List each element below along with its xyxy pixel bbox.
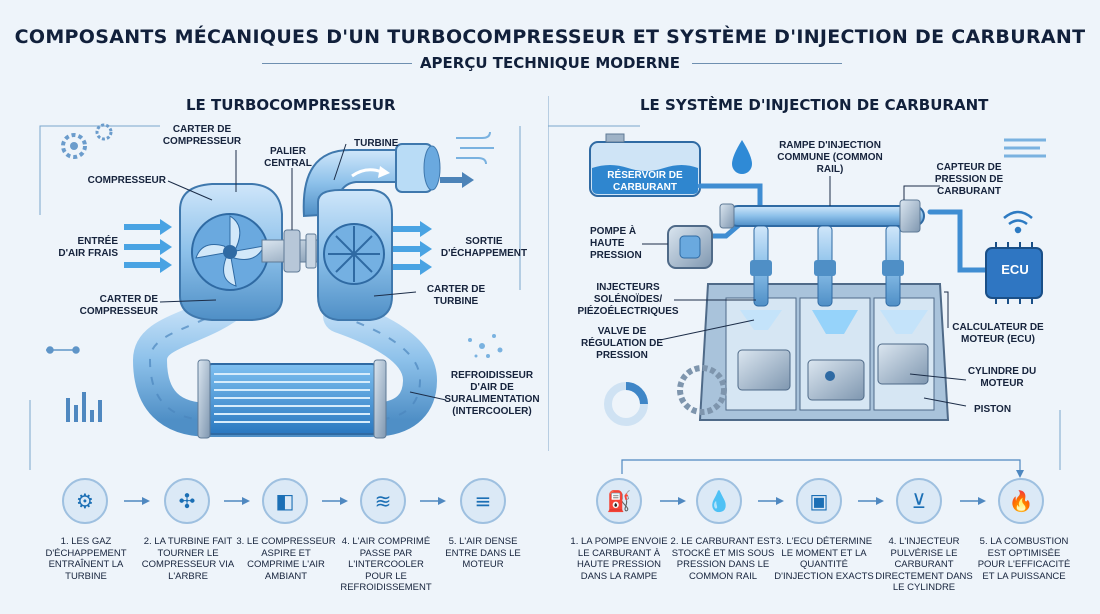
intake-arrows (124, 219, 172, 273)
label-carter-compresseur-top: CARTER DE COMPRESSEUR (162, 124, 242, 147)
fuel-drop-icon (732, 140, 752, 174)
injection-step-3-text: 3. L'ECU DÉTERMINE LE MOMENT ET LA QUANT… (774, 536, 874, 582)
connector-deco-icon (46, 346, 80, 354)
label-carter-turbine: CARTER DE TURBINE (426, 284, 486, 307)
label-compresseur: COMPRESSEUR (87, 175, 166, 186)
injection-step-5-flame-icon: 🔥 (998, 478, 1044, 524)
injection-arrow-2 (758, 497, 784, 505)
subtitle-line-left (262, 63, 412, 64)
flow-bracket (621, 459, 1021, 474)
label-ecu: ECU (1001, 262, 1029, 277)
label-refroidisseur: REFROIDISSEUR D'AIR DE SURALIMENTATION (… (444, 370, 540, 417)
injection-step-2-text: 2. LE CARBURANT EST STOCKÉ ET MIS SOUS P… (670, 536, 776, 582)
wifi-icon (1003, 210, 1033, 234)
turbo-step-2-fan-icon: ✣ (164, 478, 210, 524)
frame-lines (29, 125, 1061, 470)
injection-step-1-text: 1. LA POMPE ENVOIE LE CARBURANT À HAUTE … (570, 536, 668, 582)
intercooler-core (197, 359, 387, 439)
subtitle-line-right (692, 63, 842, 64)
label-entree-air: ENTRÉE D'AIR FRAIS (58, 236, 118, 259)
compressor-housing (179, 183, 283, 321)
turbo-arrow-3 (322, 497, 348, 505)
injection-arrow-3 (858, 497, 884, 505)
fuel-tank (589, 133, 701, 197)
label-capteur: CAPTEUR DE PRESSION DE CARBURANT (934, 162, 1004, 197)
injection-step-1-fuel-pump-icon: ⛽ (596, 478, 642, 524)
label-turbine: TURBINE (354, 138, 399, 149)
injectors (750, 225, 904, 307)
injection-step-5-text: 5. LA COMBUSTION EST OPTIMISÉE POUR L'EF… (977, 536, 1071, 582)
bar-chart-deco-icon (66, 392, 102, 422)
turbo-arrow-4 (420, 497, 446, 505)
turbo-step-5-text: 5. L'AIR DENSE ENTRE DANS LE MOTEUR (445, 536, 521, 570)
turbo-step-1-gear-icon: ⚙ (62, 478, 108, 524)
wind-deco-icon (456, 131, 494, 165)
label-injecteurs: INJECTEURS SOLÉNOÏDES/ PIÉZOÉLECTRIQUES (577, 282, 679, 317)
center-bearing (261, 229, 333, 273)
exhaust-arrows (392, 172, 474, 275)
injection-arrow-1 (660, 497, 686, 505)
page-title: COMPOSANTS MÉCANIQUES D'UN TURBOCOMPRESS… (14, 26, 1086, 48)
injection-step-2-fuel-drop-icon: 💧 (696, 478, 742, 524)
injection-step-4-text: 4. L'INJECTEUR PULVÉRISE LE CARBURANT DI… (875, 536, 973, 593)
list-deco-icon (1004, 138, 1046, 158)
high-pressure-pump (667, 225, 713, 269)
injection-step-3-chip-icon: ▣ (796, 478, 842, 524)
turbo-step-1-text: 1. LES GAZ D'ÉCHAPPEMENT ENTRAÎNENT LA T… (45, 536, 127, 582)
label-carter-compresseur-bottom: CARTER DE COMPRESSEUR (79, 294, 158, 317)
label-reservoir: RÉSERVOIR DE CARBURANT (607, 170, 683, 193)
label-valve: VALVE DE RÉGULATION DE PRESSION (580, 326, 664, 361)
turbo-arrow-2 (224, 497, 250, 505)
turbo-leader-lines (159, 143, 447, 401)
turbo-step-3-text: 3. LE COMPRESSEUR ASPIRE ET COMPRIME L'A… (236, 536, 336, 582)
injection-arrow-4 (960, 497, 986, 505)
label-cylindre: CYLINDRE DU MOTEUR (967, 366, 1037, 389)
turbo-step-4-airflow-icon: ≋ (360, 478, 406, 524)
engine-block (677, 283, 950, 421)
page-subtitle: APERÇU TECHNIQUE MODERNE (419, 54, 681, 72)
fuel-lines (697, 183, 991, 273)
particles-deco-icon (468, 334, 503, 358)
injection-section-title: LE SYSTÈME D'INJECTION DE CARBURANT (640, 96, 989, 114)
turbo-step-3-compressor-icon: ◧ (262, 478, 308, 524)
donut-deco-icon (604, 382, 648, 426)
injection-step-4-injector-icon: ⊻ (896, 478, 942, 524)
common-rail (719, 199, 925, 233)
turbo-step-5-wind-icon: ≡ (460, 478, 506, 524)
turbo-section-title: LE TURBOCOMPRESSEUR (186, 96, 396, 114)
ecu-box (985, 242, 1043, 304)
label-calculateur: CALCULATEUR DE MOTEUR (ECU) (952, 322, 1044, 345)
turbine-housing (302, 143, 441, 321)
injection-leader-lines (642, 176, 967, 407)
label-palier-central: PALIER CENTRAL (264, 146, 312, 169)
label-pompe: POMPE À HAUTE PRESSION (590, 226, 642, 261)
turbo-step-4-text: 4. L'AIR COMPRIMÉ PASSE PAR L'INTERCOOLE… (340, 536, 432, 593)
turbo-arrow-1 (124, 497, 150, 505)
gears-icon (61, 123, 113, 159)
label-rampe: RAMPE D'INJECTION COMMUNE (COMMON RAIL) (777, 140, 883, 175)
section-divider (548, 96, 549, 451)
label-piston: PISTON (974, 404, 1012, 415)
turbo-step-2-text: 2. LA TURBINE FAIT TOURNER LE COMPRESSEU… (141, 536, 235, 582)
label-sortie-echappement: SORTIE D'ÉCHAPPEMENT (440, 236, 528, 259)
